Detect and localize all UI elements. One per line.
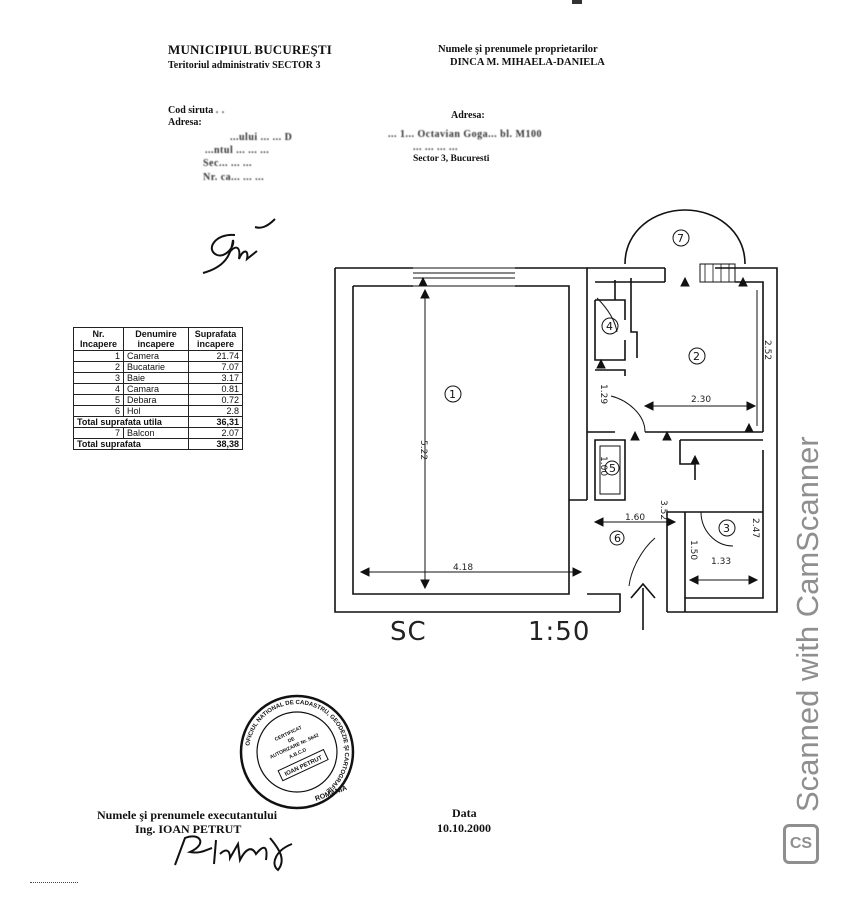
room-number-2: 2 [693,350,700,363]
executor-signature [174,835,293,872]
dim-room1-width: 4.18 [453,563,473,573]
cell-name: Hol [123,405,189,417]
rooms-table: Nr. Incapere Denumire incapere Suprafata… [73,327,243,450]
cell-name: Camera [123,350,189,362]
executor-label: Numele şi prenumele executantului [97,808,278,822]
cell-nr: 2 [73,361,124,373]
left-address-line-3: Sec... ... ... [203,158,252,169]
cod-siruta-text: Cod siruta [168,105,214,116]
cell-name: Baie [123,372,189,384]
sector-subtitle: Teritoriul administrativ SECTOR 3 [168,60,321,71]
dim-bath-height: 2.47 [750,518,760,538]
date-label: Data [452,806,477,820]
room-number-7: 7 [677,232,684,245]
dim-kitchen-width: 2.30 [691,395,711,405]
cell-nr: 4 [73,383,124,395]
cell-area: 7.07 [188,361,243,373]
cod-siruta-value: . . [215,105,225,116]
scale-value: 1:50 [528,617,591,647]
cell-name: Balcon [123,427,189,439]
cell-name: Debara [123,394,189,406]
room-number-1: 1 [449,388,456,401]
scale-prefix: SC [390,617,427,647]
initials-signature [202,218,276,274]
cell-area: 3.17 [188,372,243,384]
cell-area: 0.81 [188,383,243,395]
municipality-title: MUNICIPIUL BUCUREŞTI [168,42,332,57]
cell-nr: 6 [73,405,124,417]
cell-nr: 7 [73,427,124,439]
left-address-label: Adresa: [168,117,202,128]
cell-nr: 5 [73,394,124,406]
cod-siruta-label: Cod siruta . . [168,105,225,116]
cell-area: 2.07 [188,427,243,439]
room-number-6: 6 [614,532,621,545]
cell-area: 21.74 [188,350,243,362]
right-address-line-2: ... ... ... ... [413,142,458,153]
camscanner-logo-icon: CS [783,824,819,864]
dim-room1-height: 5.22 [418,440,428,460]
cell-name: Bucatarie [123,361,189,373]
dim-store: 1.50 [688,540,698,560]
dim-bath-width: 1.33 [711,557,731,567]
table-header-row: Nr. Incapere Denumire incapere Suprafata… [73,327,243,351]
scanner-watermark-text: Scanned with CamScanner [790,436,825,812]
dim-pantry: 1.00 [598,456,608,476]
cell-name: Camara [123,383,189,395]
scan-mark-top [572,0,582,4]
cell-nr: 1 [73,350,124,362]
total-value: 38,38 [188,438,243,450]
executor-name: Ing. IOAN PETRUT [135,822,242,836]
col-header-name: Denumire incapere [123,327,189,351]
stamp-line-2: DE [287,736,296,745]
col-header-area: Suprafata incapere [188,327,243,351]
col-header-nr: Nr. Incapere [73,327,124,351]
left-address-line-1: ...ului ... ... D [230,132,293,143]
right-address-line-1: ... 1... Octavian Goga... bl. M100 [388,129,542,140]
total-useful-label: Total suprafata utila [73,416,189,428]
floor-plan: 4.18 5.22 2.30 2.52 1.60 3.52 1.33 2.47 … [334,209,778,630]
owners-label: Numele şi prenumele proprietarilor [438,44,598,55]
room-number-3: 3 [723,522,730,535]
certification-stamp: OFICIUL NATIONAL DE CADASTRU, GEODEZIE Ş… [239,694,355,810]
room-number-4: 4 [606,320,613,333]
total-label: Total suprafata [73,438,189,450]
right-address-label: Adresa: [451,110,485,121]
cell-nr: 3 [73,372,124,384]
cell-area: 2.8 [188,405,243,417]
date-value: 10.10.2000 [437,821,491,835]
dim-hall-height: 3.52 [658,500,668,520]
owners-name: DINCA M. MIHAELA-DANIELA [450,57,605,68]
cell-area: 0.72 [188,394,243,406]
left-address-line-4: Nr. ca... ... ... [203,172,265,183]
right-address-line-3: Sector 3, Bucuresti [413,154,490,164]
scan-mark [30,882,78,885]
room-number-5: 5 [609,462,616,475]
dim-hall-width: 1.60 [625,513,645,523]
total-useful-value: 36,31 [188,416,243,428]
dim-kitchen-height: 2.52 [762,340,772,360]
dim-corr: 1.29 [598,384,608,404]
left-address-line-2: ...ntul ... ... ... [205,145,270,156]
